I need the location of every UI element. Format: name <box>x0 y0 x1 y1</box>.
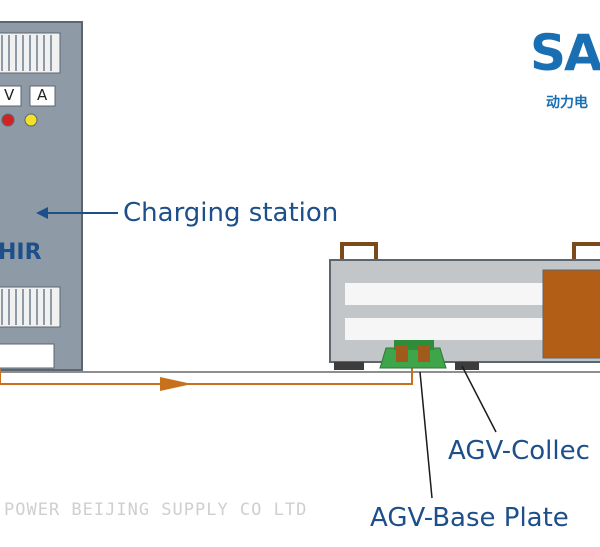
charging-station-label: Charging station <box>123 198 339 228</box>
agv-vehicle <box>329 242 600 370</box>
company-logo-subtitle: 动力电 <box>546 95 588 111</box>
agv-base-plate-assembly <box>379 340 447 369</box>
agv-collector-label: AGV-Collec <box>448 436 590 466</box>
watermark-text: POWER BEIJING SUPPLY CO LTD <box>4 500 308 520</box>
meter-a-label: A <box>37 86 48 104</box>
charging-cable <box>0 360 413 391</box>
agv-base-plate-label: AGV-Base Plate <box>370 503 569 533</box>
base-plate-leader <box>419 371 433 499</box>
collector-leader <box>461 365 497 433</box>
meter-v-label: V <box>4 86 15 104</box>
charging-station-arrow <box>36 207 118 219</box>
company-logo-mark: SA <box>530 24 600 82</box>
charging-station-cabinet <box>0 21 83 371</box>
station-brand-text: HIR <box>0 240 42 265</box>
